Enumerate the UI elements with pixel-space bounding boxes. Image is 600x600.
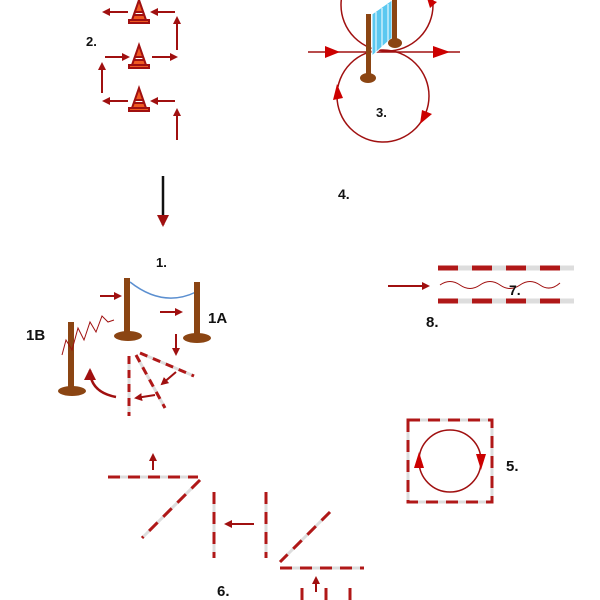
label-1a: 1A (208, 310, 227, 327)
obstacle-7-8-corridor (388, 265, 574, 304)
label-1: 1. (156, 255, 167, 270)
obstacle-6-poles (108, 453, 364, 600)
obstacle-3-gate (308, 0, 460, 143)
rope (129, 281, 197, 299)
label-6: 6. (217, 583, 230, 600)
obstacle-5-square (406, 418, 494, 504)
label-1b: 1B (26, 327, 45, 344)
label-4: 4. (338, 186, 350, 202)
label-8: 8. (426, 314, 439, 331)
obstacle-2-cones (98, 0, 181, 140)
label-2: 2. (86, 34, 97, 49)
label-5: 5. (506, 458, 519, 475)
obstacle-1-posts (58, 278, 211, 416)
cone-icon (128, 44, 150, 69)
cone-icon (128, 87, 150, 112)
label-3: 3. (376, 105, 387, 120)
cone-icon (128, 0, 150, 24)
label-7: 7. (509, 282, 521, 298)
